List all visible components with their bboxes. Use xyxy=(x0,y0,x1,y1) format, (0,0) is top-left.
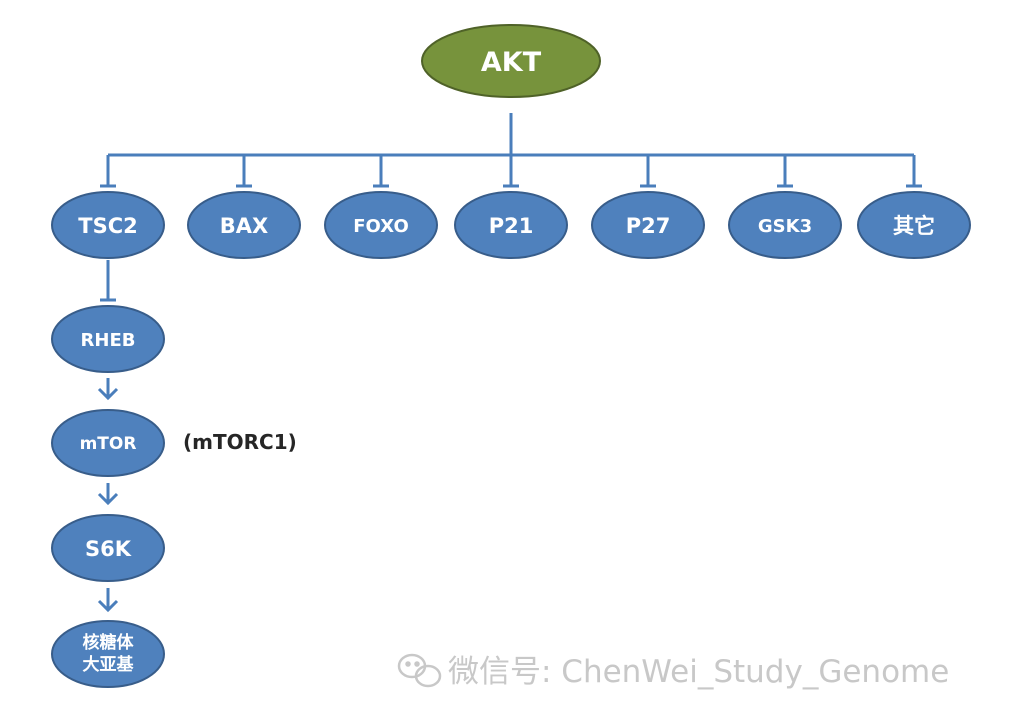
node-ribosome-label-line2: 大亚基 xyxy=(83,654,135,675)
node-s6k-label: S6K xyxy=(85,537,132,561)
connectors xyxy=(97,113,922,613)
node-bax: BAX xyxy=(187,191,301,259)
node-rheb: RHEB xyxy=(51,305,165,373)
node-akt-label: AKT xyxy=(481,47,542,78)
node-s6k: S6K xyxy=(51,514,165,582)
node-ribosome-label-line1: 核糖体 xyxy=(83,632,135,653)
node-other-label: 其它 xyxy=(893,214,935,238)
node-gsk3: GSK3 xyxy=(728,191,842,259)
node-foxo: FOXO xyxy=(324,191,438,259)
arrowhead-s6k-icon xyxy=(97,492,119,506)
node-p27: P27 xyxy=(591,191,705,259)
node-rheb-label: RHEB xyxy=(81,330,136,351)
node-ribosome: 核糖体 大亚基 xyxy=(51,620,165,688)
watermark-text: 微信号: ChenWei_Study_Genome xyxy=(448,654,949,690)
watermark: 微信号: ChenWei_Study_Genome xyxy=(397,653,949,690)
node-mtor-label: mTOR xyxy=(80,434,137,454)
node-p21-label: P21 xyxy=(489,214,534,238)
node-other: 其它 xyxy=(857,191,971,259)
arrowhead-mtor-icon xyxy=(97,387,119,401)
node-bax-label: BAX xyxy=(220,214,268,238)
arrowhead-ribosome-icon xyxy=(97,599,119,613)
node-tsc2: TSC2 xyxy=(51,191,165,259)
node-p21: P21 xyxy=(454,191,568,259)
node-foxo-label: FOXO xyxy=(353,216,409,237)
node-tsc2-label: TSC2 xyxy=(78,214,137,238)
node-mtor: mTOR xyxy=(51,409,165,477)
node-akt: AKT xyxy=(421,24,601,98)
node-gsk3-label: GSK3 xyxy=(758,216,812,237)
node-p27-label: P27 xyxy=(626,214,671,238)
wechat-icon xyxy=(397,653,442,688)
mtorc1-note: (mTORC1) xyxy=(183,430,297,454)
